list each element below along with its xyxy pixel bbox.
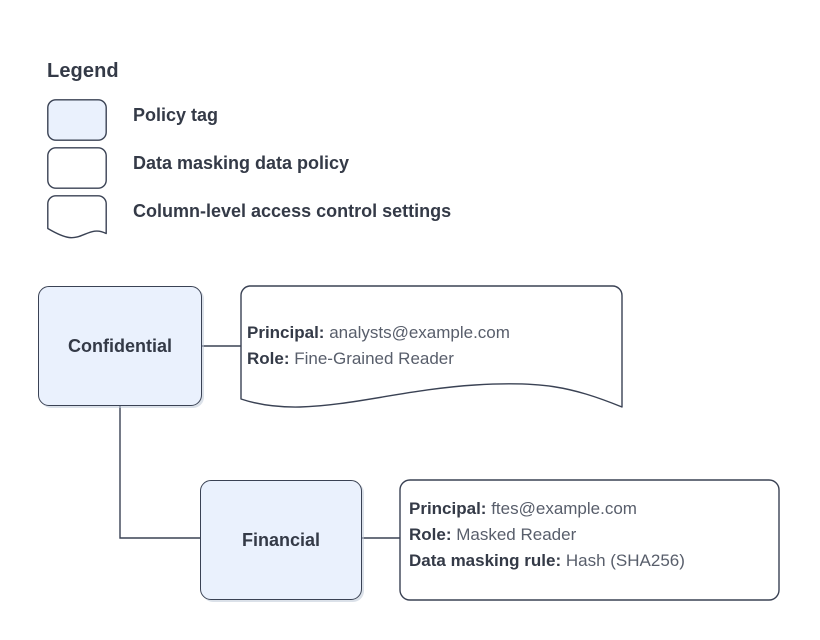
callout-line-value: Masked Reader: [456, 525, 577, 544]
callout-line-value: Fine-Grained Reader: [294, 349, 454, 368]
callout-line-key: Role:: [409, 525, 452, 544]
callout-line-value: analysts@example.com: [329, 323, 510, 342]
node-financial[interactable]: Financial: [200, 480, 362, 600]
legend-swatch-data-masking-policy: [47, 147, 107, 189]
callout-line-value: ftes@example.com: [491, 499, 637, 518]
callout-line-key: Data masking rule:: [409, 551, 562, 570]
callout-line: Role: Masked Reader: [409, 522, 685, 548]
edge-confidential-to-financial: [119, 406, 200, 539]
callout-confidential-access[interactable]: Principal: analysts@example.com Role: Fi…: [240, 285, 624, 411]
legend-label-column-access-settings: Column-level access control settings: [133, 201, 452, 221]
node-financial-label: Financial: [241, 529, 321, 550]
legend-label-data-masking-policy: Data masking data policy: [133, 153, 350, 173]
legend-swatch-column-access-settings: [47, 195, 107, 239]
callout-line-key: Principal:: [409, 499, 487, 518]
legend-swatch-policy-tag: [47, 99, 107, 141]
legend-label-policy-tag: Policy tag: [133, 105, 219, 125]
callout-line-key: Principal:: [247, 323, 325, 342]
callout-line: Role: Fine-Grained Reader: [247, 346, 510, 372]
node-confidential-label: Confidential: [68, 335, 172, 356]
callout-line-key: Role:: [247, 349, 290, 368]
callout-financial-access[interactable]: Principal: ftes@example.com Role: Masked…: [399, 479, 780, 601]
callout-line: Principal: ftes@example.com: [409, 496, 685, 522]
callout-confidential-access-text: Principal: analysts@example.com Role: Fi…: [247, 320, 510, 372]
callout-line-value: Hash (SHA256): [565, 551, 685, 570]
callout-line: Data masking rule: Hash (SHA256): [409, 548, 685, 574]
callout-line: Principal: analysts@example.com: [247, 320, 510, 346]
legend-title: Legend: [47, 60, 119, 82]
node-confidential[interactable]: Confidential: [38, 286, 202, 406]
callout-financial-access-text: Principal: ftes@example.com Role: Masked…: [409, 496, 685, 574]
